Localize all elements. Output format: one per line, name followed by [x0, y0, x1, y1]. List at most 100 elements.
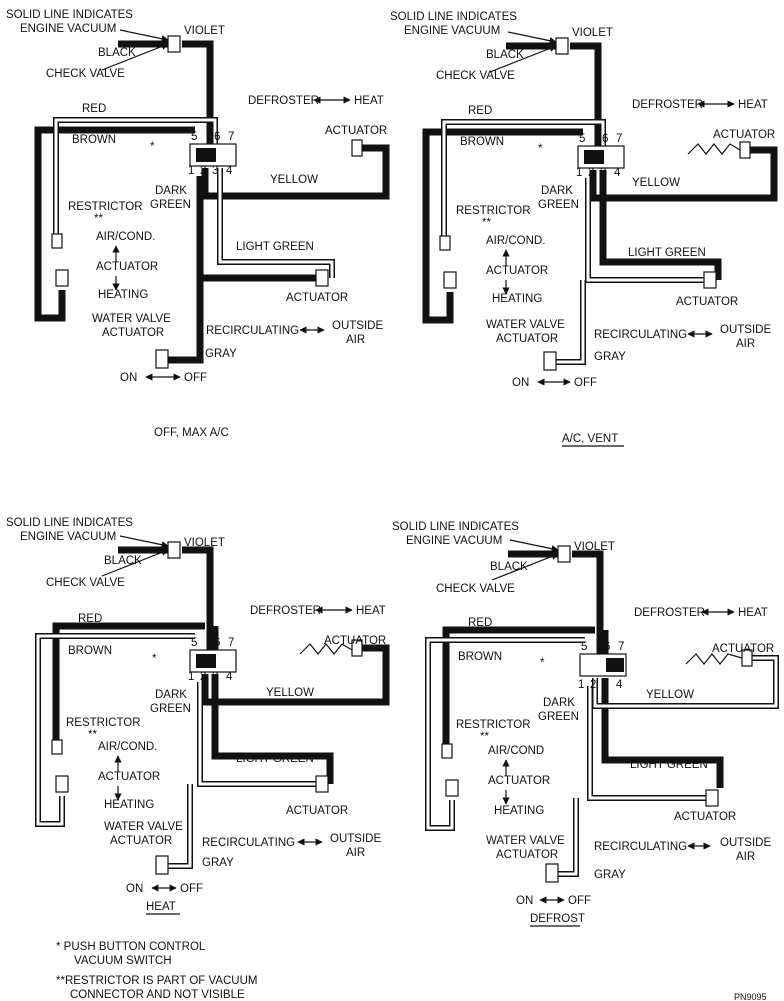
label-outside-air-2: AIR [736, 338, 755, 350]
label-restrictor-stars: ** [482, 217, 491, 229]
label-violet: VIOLET [184, 25, 225, 37]
label-defroster: DEFROSTER [634, 607, 705, 619]
solid-line-label-2: ENGINE VACUUM [404, 25, 500, 37]
label-water-valve-2: ACTUATOR [496, 849, 558, 861]
label-outside-air-2: AIR [346, 847, 365, 859]
label-water-valve: WATER VALVE [486, 835, 565, 847]
label-red: RED [468, 105, 492, 117]
footnote-2: **RESTRICTOR IS PART OF VACUUM [56, 975, 258, 987]
label-air-cond: AIR/COND. [96, 231, 155, 243]
footnote-1: * PUSH BUTTON CONTROL [56, 941, 206, 953]
label-check-valve: CHECK VALVE [436, 70, 515, 82]
panel-caption: A/C, VENT [562, 433, 618, 445]
port-2: 2 [590, 679, 596, 691]
label-red: RED [82, 103, 106, 115]
label-light-green: LIGHT GREEN [236, 241, 314, 253]
solid-line-label: SOLID LINE INDICATES [6, 9, 133, 21]
label-dark-green: DARK [155, 689, 187, 701]
label-black: BLACK [98, 47, 136, 59]
port-4: 4 [614, 167, 621, 179]
port-5: 5 [191, 131, 197, 143]
label-restrictor: RESTRICTOR [68, 201, 143, 213]
label-gray: GRAY [594, 351, 626, 363]
footnote-1-line-2: VACUUM SWITCH [74, 955, 172, 967]
port-3: 3 [212, 165, 218, 177]
solid-line-label-2: ENGINE VACUUM [406, 535, 502, 547]
label-restrictor-stars: ** [94, 213, 103, 225]
label-dark-green-2: GREEN [150, 199, 191, 211]
port-6: 6 [214, 131, 220, 143]
label-gray: GRAY [202, 857, 234, 869]
label-actuator-top: ACTUATOR [713, 129, 775, 141]
label-heating: HEATING [104, 799, 154, 811]
label-heating: HEATING [98, 289, 148, 301]
panel-caption: OFF, MAX A/C [154, 427, 229, 439]
check-valve [167, 35, 181, 53]
label-actuator-top: ACTUATOR [324, 635, 386, 647]
port-5: 5 [579, 133, 585, 145]
label-actuator-recirc: ACTUATOR [674, 811, 736, 823]
heater-actuator [55, 269, 69, 287]
port-4: 4 [226, 165, 233, 177]
label-star: * [538, 143, 543, 155]
label-actuator-mid: ACTUATOR [96, 261, 158, 273]
label-check-valve: CHECK VALVE [46, 68, 125, 80]
port-3: 3 [212, 671, 218, 683]
label-brown: BROWN [72, 134, 116, 146]
label-water-valve-2: ACTUATOR [496, 333, 558, 345]
footnotes: * PUSH BUTTON CONTROL VACUUM SWITCH **RE… [56, 941, 258, 1001]
port-2: 2 [200, 671, 206, 683]
port-5: 5 [191, 637, 197, 649]
label-on: ON [512, 377, 529, 389]
port-7: 7 [228, 131, 234, 143]
label-brown: BROWN [68, 645, 112, 657]
label-restrictor-stars: ** [480, 731, 489, 743]
label-actuator-mid: ACTUATOR [488, 775, 550, 787]
defroster-actuator [351, 139, 363, 157]
label-off: OFF [180, 883, 203, 895]
label-defroster: DEFROSTER [632, 99, 703, 111]
label-check-valve: CHECK VALVE [46, 577, 125, 589]
port-4: 4 [616, 679, 623, 691]
label-water-valve-2: ACTUATOR [110, 835, 172, 847]
label-gray: GRAY [594, 869, 626, 881]
label-outside-air: OUTSIDE [720, 837, 771, 849]
port-1: 1 [578, 679, 584, 691]
label-restrictor: RESTRICTOR [456, 205, 531, 217]
label-heat: HEAT [354, 95, 384, 107]
port-1: 1 [188, 165, 194, 177]
label-star: * [540, 657, 545, 669]
label-dark-green-2: GREEN [538, 199, 579, 211]
port-1: 1 [576, 167, 582, 179]
port-3: 3 [600, 167, 606, 179]
panel-ac-vent: SOLID LINE INDICATES ENGINE VACUUM VIOLE… [390, 11, 778, 447]
port-6: 6 [604, 641, 610, 653]
label-dark-green: DARK [155, 185, 187, 197]
label-water-valve: WATER VALVE [104, 821, 183, 833]
label-recirculating: RECIRCULATING [594, 329, 687, 341]
label-violet: VIOLET [184, 537, 225, 549]
port-6: 6 [602, 133, 608, 145]
label-air-cond: AIR/COND. [98, 741, 157, 753]
water-valve-actuator [155, 349, 169, 369]
label-defroster: DEFROSTER [248, 95, 319, 107]
solid-line-label-2: ENGINE VACUUM [20, 531, 116, 543]
solid-line-label-2: ENGINE VACUUM [20, 23, 116, 35]
label-actuator-recirc: ACTUATOR [286, 805, 348, 817]
footnote-2-line-2: CONNECTOR AND NOT VISIBLE [70, 989, 245, 1001]
label-outside-air: OUTSIDE [720, 324, 771, 336]
label-off: OFF [184, 372, 207, 384]
label-heating: HEATING [494, 805, 544, 817]
label-violet: VIOLET [572, 27, 613, 39]
label-actuator-top: ACTUATOR [712, 643, 774, 655]
label-water-valve: WATER VALVE [92, 313, 171, 325]
label-light-green: LIGHT GREEN [236, 753, 314, 765]
label-violet: VIOLET [574, 541, 615, 553]
panel-defrost: SOLID LINE INDICATES ENGINE VACUUM VIOLE… [392, 521, 779, 927]
panel-caption: DEFROST [530, 913, 585, 925]
label-restrictor-stars: ** [88, 729, 97, 741]
label-outside-air: OUTSIDE [332, 320, 383, 332]
label-actuator-recirc: ACTUATOR [676, 296, 738, 308]
port-5: 5 [581, 641, 587, 653]
